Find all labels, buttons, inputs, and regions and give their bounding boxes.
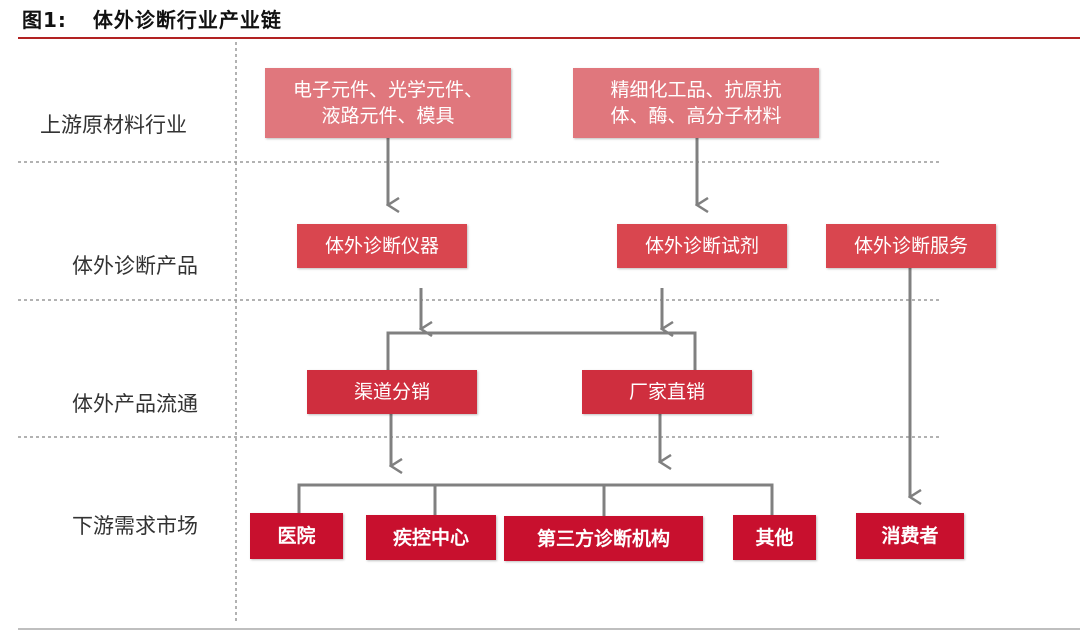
distribution-box-channel: 渠道分销	[307, 370, 477, 414]
box-text: 电子元件、光学元件、	[292, 79, 483, 101]
downstream-box-hospital: 医院	[250, 513, 343, 559]
figure-label: 图1:	[22, 8, 67, 32]
upstream-box-materials: 精细化工品、抗原抗 体、酶、高分子材料	[573, 68, 819, 138]
row-label-downstream: 下游需求市场	[72, 514, 198, 538]
product-box-services: 体外诊断服务	[826, 224, 996, 268]
downstream-box-third-party-lab: 第三方诊断机构	[504, 516, 703, 561]
upstream-box-components: 电子元件、光学元件、 液路元件、模具	[265, 68, 511, 138]
box-text: 体、酶、高分子材料	[610, 105, 782, 127]
figure-title-text: 体外诊断行业产业链	[92, 8, 282, 32]
row-label-products: 体外诊断产品	[72, 254, 198, 278]
box-text: 精细化工品、抗原抗	[610, 79, 782, 101]
bracket-downstream	[297, 483, 774, 516]
figure-title: 图1: 体外诊断行业产业链	[22, 4, 282, 33]
product-box-reagents: 体外诊断试剂	[617, 224, 787, 268]
product-box-instruments: 体外诊断仪器	[297, 224, 467, 268]
box-text: 液路元件、模具	[321, 105, 455, 127]
downstream-box-cdc: 疾控中心	[366, 515, 496, 560]
row-label-upstream: 上游原材料行业	[40, 113, 187, 137]
bracket-distribution	[386, 331, 697, 370]
row-label-distribution: 体外产品流通	[72, 392, 198, 416]
downstream-box-consumer: 消费者	[856, 513, 964, 559]
distribution-box-direct: 厂家直销	[582, 370, 752, 414]
downstream-box-other: 其他	[733, 515, 816, 560]
